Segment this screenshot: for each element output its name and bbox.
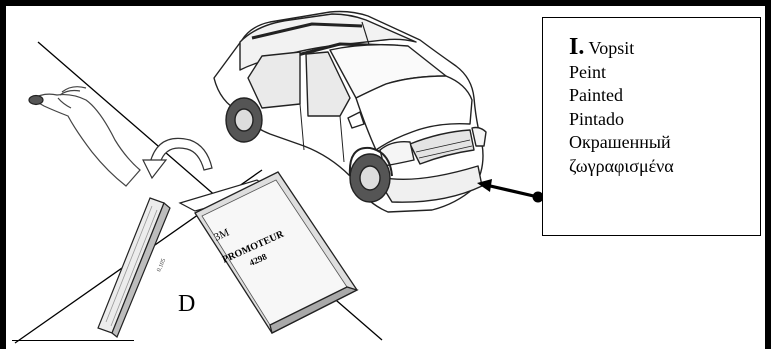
legend-text-spanish: Pintado — [569, 108, 760, 132]
legend-text-french: Peint — [569, 61, 760, 85]
legend-text-greek: ζωγραφισμένα — [569, 155, 760, 179]
pad-illustration: 0.105 — [98, 198, 170, 337]
bottom-rule — [12, 340, 134, 341]
legend-line-1: I. Vopsit — [569, 36, 760, 61]
legend-text-english: Painted — [569, 84, 760, 108]
legend-text-russian: Окрашенный — [569, 131, 760, 155]
pointer-line — [486, 185, 538, 197]
label-d: D — [178, 291, 195, 318]
curved-arrow — [143, 138, 212, 178]
legend-box: I. Vopsit Peint Painted Pintado Окрашенн… — [542, 17, 761, 236]
legend-text-romanian: Vopsit — [589, 38, 635, 58]
hand-applicator-illustration — [29, 87, 140, 186]
legend-number: I. — [569, 34, 584, 60]
svg-text:0.105: 0.105 — [156, 258, 167, 273]
